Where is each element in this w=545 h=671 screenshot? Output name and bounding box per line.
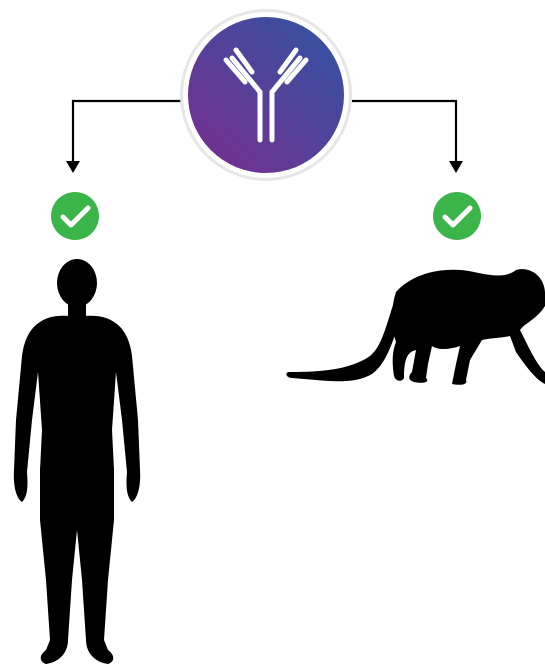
right-arrow-head (449, 161, 463, 173)
human-silhouette-icon (14, 259, 140, 664)
left-arrow (73, 101, 182, 163)
left-check-badge (51, 192, 99, 240)
monkey-silhouette-icon (286, 269, 545, 385)
left-arrow-head (66, 161, 80, 173)
right-arrow (352, 101, 456, 163)
antibody-badge (180, 9, 352, 181)
right-check-badge (433, 192, 481, 240)
